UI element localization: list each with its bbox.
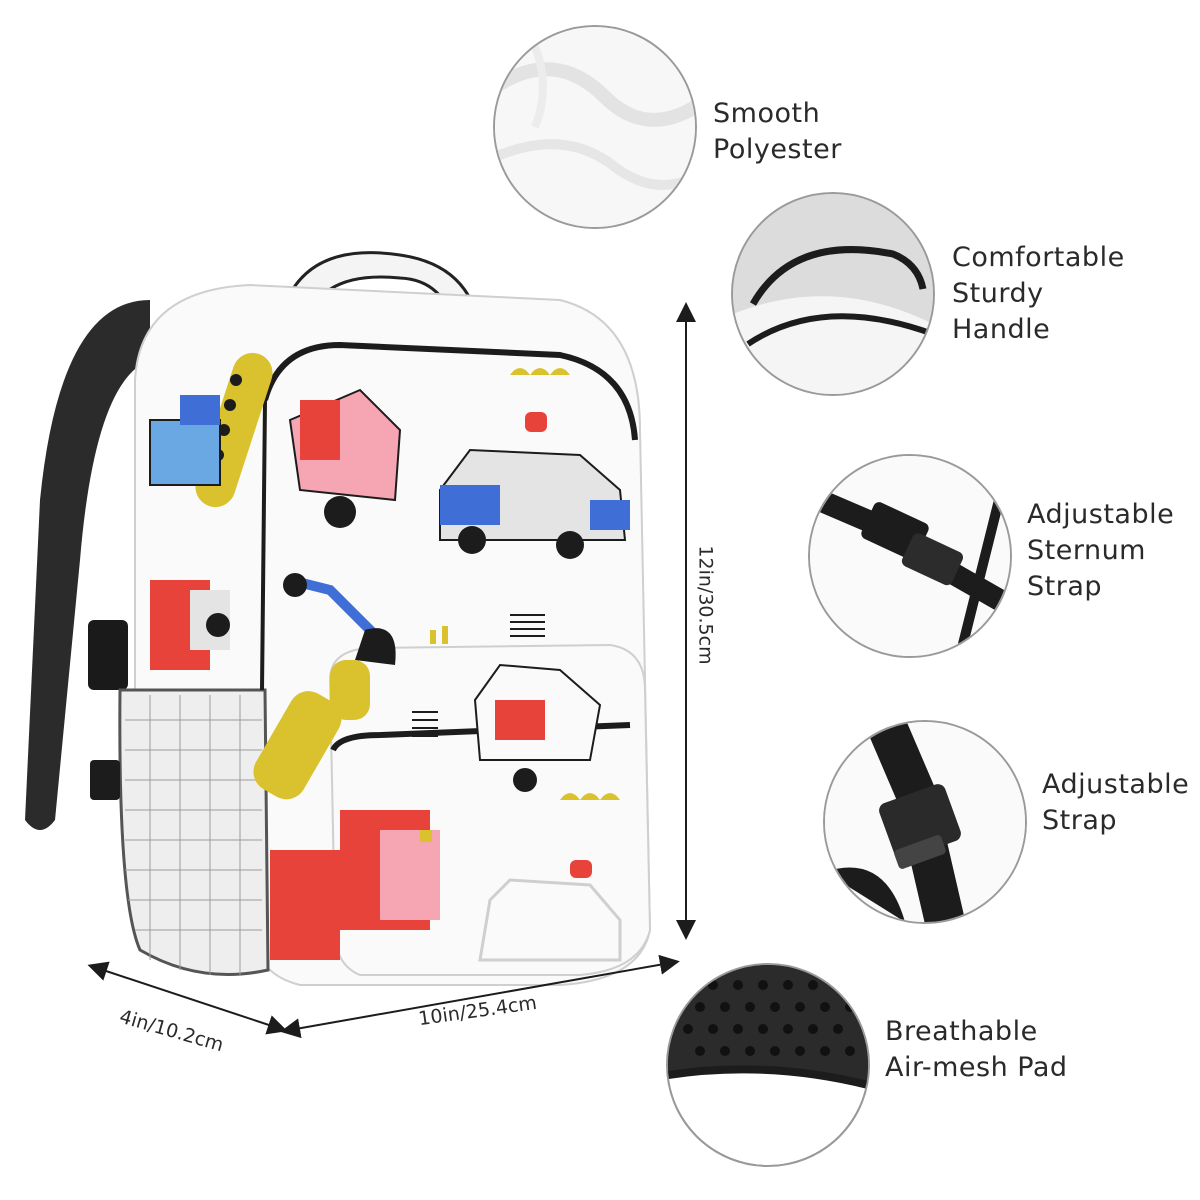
fire-engine-print bbox=[270, 810, 440, 960]
feature-label-sternum: Adjustable Sternum Strap bbox=[1027, 499, 1175, 602]
feature-label-polyester: Smooth Polyester bbox=[713, 98, 842, 165]
police-car-print bbox=[439, 412, 630, 559]
width-arrow bbox=[280, 954, 680, 1039]
backpack-image bbox=[25, 251, 652, 986]
tractor-print bbox=[149, 395, 221, 486]
feature-label-strap: Adjustable Strap bbox=[1042, 769, 1190, 836]
strap-buckle-closeup-icon bbox=[823, 720, 1027, 924]
height-label: 12in/30.5cm bbox=[694, 545, 717, 665]
fire-truck-print bbox=[288, 388, 402, 528]
air-mesh-closeup-icon bbox=[666, 963, 870, 1167]
ambulance-print bbox=[473, 663, 602, 792]
polyester-fabric-closeup-icon bbox=[493, 25, 697, 229]
shoulder-strap bbox=[25, 300, 150, 830]
depth-arrow bbox=[87, 961, 288, 1035]
handle-closeup-icon bbox=[731, 192, 935, 396]
excavator-print bbox=[283, 573, 396, 665]
feature-label-handle: Comfortable Sturdy Handle bbox=[952, 242, 1125, 345]
sternum-buckle-closeup-icon bbox=[808, 454, 1012, 658]
red-digger-print bbox=[150, 580, 230, 670]
feature-label-air-mesh: Breathable Air-mesh Pad bbox=[885, 1016, 1068, 1083]
